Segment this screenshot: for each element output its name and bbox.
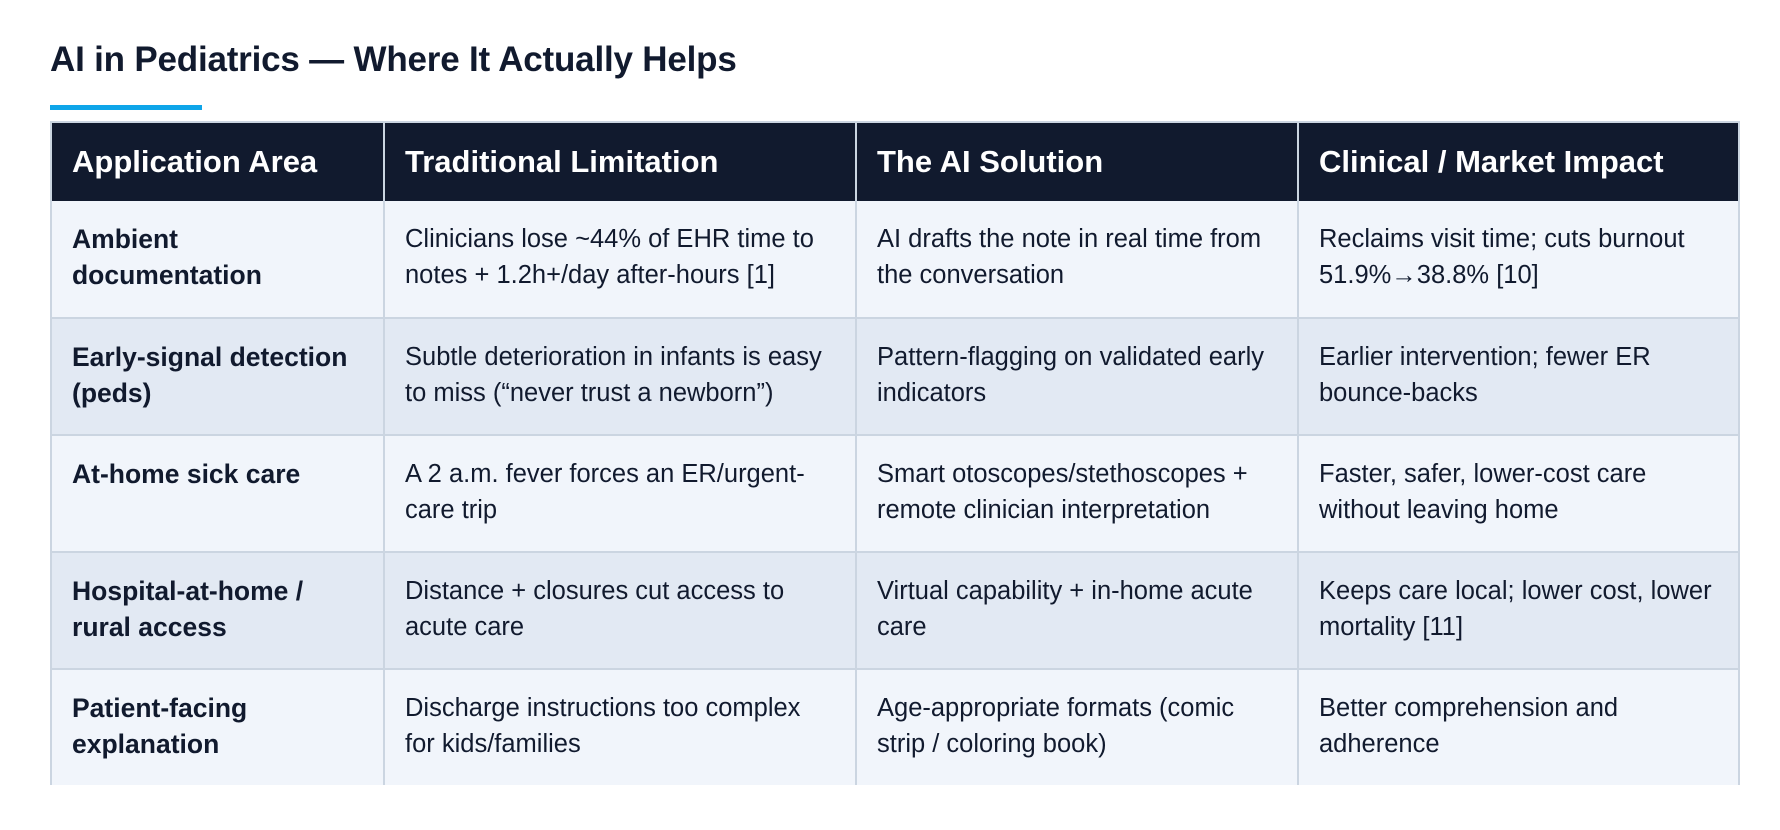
cell-impact: Better comprehension and adherence: [1297, 669, 1738, 785]
table-row: Ambient documentation Clinicians lose ~4…: [52, 201, 1738, 319]
column-header-impact: Clinical / Market Impact: [1297, 123, 1738, 201]
title-accent-underline: [50, 105, 202, 110]
column-header-application-area: Application Area: [52, 123, 384, 201]
cell-impact: Keeps care local; lower cost, lower mort…: [1297, 552, 1738, 670]
table-header: Application Area Traditional Limitation …: [52, 123, 1738, 201]
comparison-table: Application Area Traditional Limitation …: [52, 123, 1738, 785]
cell-impact: Reclaims visit time; cuts burnout 51.9%→…: [1297, 201, 1738, 319]
cell-impact: Faster, safer, lower-cost care without l…: [1297, 435, 1738, 553]
table-row: At-home sick care A 2 a.m. fever forces …: [52, 435, 1738, 553]
cell-application-area: Patient-facing explanation: [52, 669, 384, 785]
cell-application-area: Early-signal detection (peds): [52, 318, 384, 436]
cell-ai-solution: Pattern-flagging on validated early indi…: [855, 318, 1298, 436]
cell-traditional-limitation: A 2 a.m. fever forces an ER/urgent-care …: [383, 435, 856, 553]
column-header-ai-solution: The AI Solution: [855, 123, 1298, 201]
cell-application-area: Ambient documentation: [52, 201, 384, 319]
cell-ai-solution: Smart otoscopes/stethoscopes + remote cl…: [855, 435, 1298, 553]
cell-ai-solution: AI drafts the note in real time from the…: [855, 201, 1298, 319]
column-header-traditional-limitation: Traditional Limitation: [383, 123, 856, 201]
header-row: Application Area Traditional Limitation …: [52, 123, 1738, 201]
cell-application-area: At-home sick care: [52, 435, 384, 553]
page-title: AI in Pediatrics — Where It Actually Hel…: [50, 40, 737, 79]
table-row: Early-signal detection (peds) Subtle det…: [52, 318, 1738, 436]
table-row: Patient-facing explanation Discharge ins…: [52, 669, 1738, 785]
cell-traditional-limitation: Subtle deterioration in infants is easy …: [383, 318, 856, 436]
comparison-table-container: Application Area Traditional Limitation …: [50, 121, 1740, 785]
cell-traditional-limitation: Distance + closures cut access to acute …: [383, 552, 856, 670]
cell-traditional-limitation: Clinicians lose ~44% of EHR time to note…: [383, 201, 856, 319]
cell-ai-solution: Virtual capability + in-home acute care: [855, 552, 1298, 670]
table-body: Ambient documentation Clinicians lose ~4…: [52, 201, 1738, 785]
cell-ai-solution: Age-appropriate formats (comic strip / c…: [855, 669, 1298, 785]
table-row: Hospital-at-home / rural access Distance…: [52, 552, 1738, 670]
cell-impact: Earlier intervention; fewer ER bounce-ba…: [1297, 318, 1738, 436]
cell-application-area: Hospital-at-home / rural access: [52, 552, 384, 670]
cell-traditional-limitation: Discharge instructions too complex for k…: [383, 669, 856, 785]
